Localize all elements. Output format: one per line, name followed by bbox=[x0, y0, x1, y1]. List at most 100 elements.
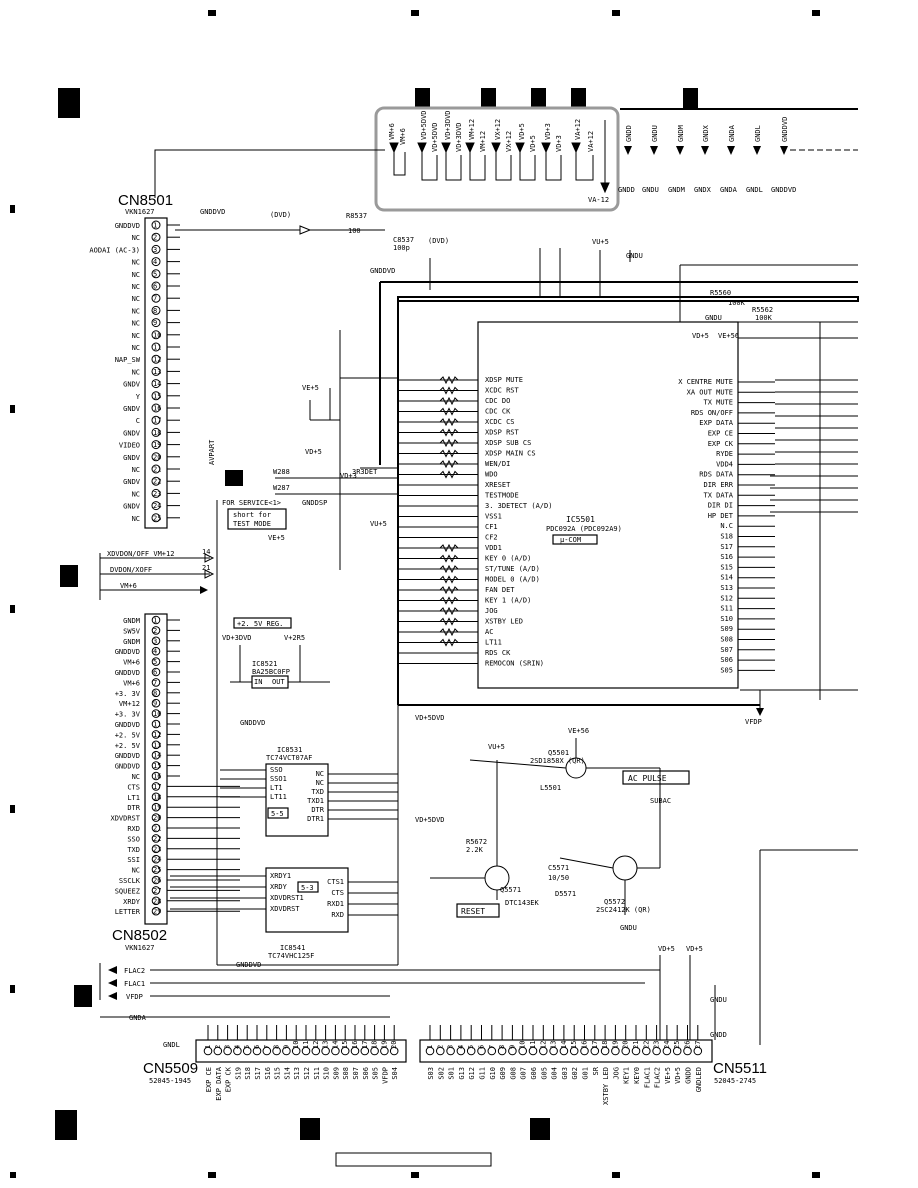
pin-number: 18 bbox=[371, 1041, 379, 1049]
pin-number: 11 bbox=[153, 721, 161, 729]
pin-circle bbox=[611, 1046, 620, 1056]
svg-text:V+2R5: V+2R5 bbox=[284, 634, 305, 642]
ic5501-left-pin: TESTMODE bbox=[485, 492, 519, 500]
cn8501-pin-name: NC bbox=[132, 259, 140, 267]
pin-number: 14 bbox=[153, 752, 161, 760]
rail-label: VD+3 bbox=[544, 123, 552, 140]
pin-number: 9 bbox=[508, 1045, 516, 1049]
ic5501-right-pin: S17 bbox=[720, 543, 733, 551]
pin-circle bbox=[569, 1046, 579, 1056]
pin-number: 12 bbox=[539, 1041, 547, 1049]
svg-text:GNDA: GNDA bbox=[728, 124, 736, 142]
ic8531-pin: NC bbox=[316, 770, 324, 778]
svg-text:Q5572: Q5572 bbox=[604, 898, 625, 906]
pin-number: 3 bbox=[153, 637, 157, 645]
ic5501-right-pin: S05 bbox=[720, 666, 733, 674]
pin-number: 22 bbox=[642, 1041, 650, 1049]
pin-circle bbox=[380, 1046, 389, 1056]
pin-circle bbox=[151, 415, 161, 425]
pin-number: 9 bbox=[153, 700, 157, 708]
pin-circle bbox=[151, 657, 161, 666]
pin-number: 7 bbox=[263, 1045, 271, 1049]
pin-number: 13 bbox=[550, 1041, 558, 1049]
svg-text:+2. 5V REG.: +2. 5V REG. bbox=[237, 620, 283, 628]
pin-circle bbox=[151, 854, 161, 864]
pin-number: 4 bbox=[153, 258, 157, 266]
svg-text:VD+5: VD+5 bbox=[692, 332, 709, 340]
cn8502-pin-name: NC bbox=[132, 867, 140, 875]
cn5511-pin-name: SR bbox=[592, 1066, 600, 1075]
pin-number: 16 bbox=[153, 773, 161, 781]
cn8502-pin-name: GNDM bbox=[123, 638, 140, 646]
pin-circle bbox=[151, 865, 161, 874]
svg-text:GNDDVD: GNDDVD bbox=[236, 961, 261, 969]
svg-text:μ-COM: μ-COM bbox=[560, 536, 581, 544]
pin-number: 15 bbox=[570, 1041, 578, 1049]
pin-number: 15 bbox=[341, 1041, 349, 1049]
pin-number: 16 bbox=[153, 405, 161, 413]
pin-number: 18 bbox=[153, 793, 161, 801]
pin-number: 4 bbox=[153, 648, 157, 656]
cn8501-pin-name: NC bbox=[132, 332, 140, 340]
svg-text:R8537: R8537 bbox=[346, 212, 367, 220]
svg-text:GNDA: GNDA bbox=[720, 186, 738, 194]
pin-circle bbox=[151, 513, 161, 523]
pin-circle bbox=[151, 636, 161, 646]
pin-number: 3 bbox=[153, 246, 157, 254]
pin-circle bbox=[151, 476, 161, 486]
top-rail-labels: VM+6 VM+6 VD+5DVD VD+5DVD VD+3DVD VD+3DV… bbox=[388, 110, 609, 204]
svg-text:GNDU: GNDU bbox=[642, 186, 659, 194]
cn5509-pin-name: S15 bbox=[274, 1067, 282, 1080]
ic5501-right-pin: VDD4 bbox=[716, 460, 733, 468]
pin-circle bbox=[652, 1046, 661, 1056]
ic5501-left-pin: MODEL 0 (A/D) bbox=[485, 576, 540, 584]
rail-label: VM+12 bbox=[479, 131, 487, 152]
pin-number: 19 bbox=[153, 804, 161, 812]
pin-number: 22 bbox=[153, 478, 161, 486]
resistor bbox=[439, 407, 459, 416]
pin-circle bbox=[223, 1046, 232, 1056]
svg-text:VE+56: VE+56 bbox=[718, 332, 739, 340]
pin-circle bbox=[151, 440, 161, 450]
pin-number: 29 bbox=[153, 908, 161, 916]
pin-circle bbox=[370, 1046, 379, 1056]
pin-number: 11 bbox=[153, 344, 161, 352]
svg-text:52045-1945: 52045-1945 bbox=[149, 1077, 191, 1085]
cn8502-pin-name: +3. 3V bbox=[115, 690, 141, 698]
cn8501-pin-name: NC bbox=[132, 368, 140, 376]
svg-text:VD+5: VD+5 bbox=[305, 448, 322, 456]
svg-text:CN8501: CN8501 bbox=[118, 192, 173, 209]
resistor bbox=[439, 470, 459, 479]
rail-label: VA-12 bbox=[588, 196, 609, 204]
svg-text:VKN1627: VKN1627 bbox=[125, 208, 155, 216]
cn8502-pin-name: LT1 bbox=[127, 794, 140, 802]
pin-number: 23 bbox=[653, 1041, 661, 1049]
cn8501-pin-name: NC bbox=[132, 283, 140, 291]
pin-circle bbox=[477, 1046, 486, 1056]
cn5511-pin-name: S02 bbox=[437, 1067, 445, 1080]
pin-circle bbox=[291, 1046, 301, 1056]
pin-circle bbox=[693, 1046, 703, 1056]
cn8502-pin-name: XRDY bbox=[123, 898, 141, 906]
svg-text:100p: 100p bbox=[393, 244, 410, 252]
svg-text:VM+6: VM+6 bbox=[120, 582, 137, 590]
ic5501-right-pin: DIR DI bbox=[708, 502, 733, 510]
svg-text:DTC143EK: DTC143EK bbox=[505, 899, 540, 907]
pin-circle bbox=[151, 379, 161, 389]
svg-text:R5560: R5560 bbox=[710, 289, 731, 297]
svg-text:2SC2412K (QR): 2SC2412K (QR) bbox=[596, 906, 651, 914]
svg-text:VKN1627: VKN1627 bbox=[125, 944, 155, 952]
pin-number: 4 bbox=[457, 1045, 465, 1049]
pin-number: 7 bbox=[488, 1045, 496, 1049]
pin-number: 17 bbox=[153, 417, 161, 425]
pin-number: 8 bbox=[153, 307, 157, 315]
pin-circle bbox=[272, 1046, 281, 1056]
ic5501-right-pin: S09 bbox=[720, 625, 733, 633]
pin-circle bbox=[528, 1046, 538, 1056]
svg-text:AC PULSE: AC PULSE bbox=[628, 774, 667, 783]
cn5509-pin-name: EXP CK bbox=[225, 1066, 233, 1092]
pin-circle bbox=[151, 782, 161, 791]
svg-text:5-3: 5-3 bbox=[301, 884, 314, 892]
